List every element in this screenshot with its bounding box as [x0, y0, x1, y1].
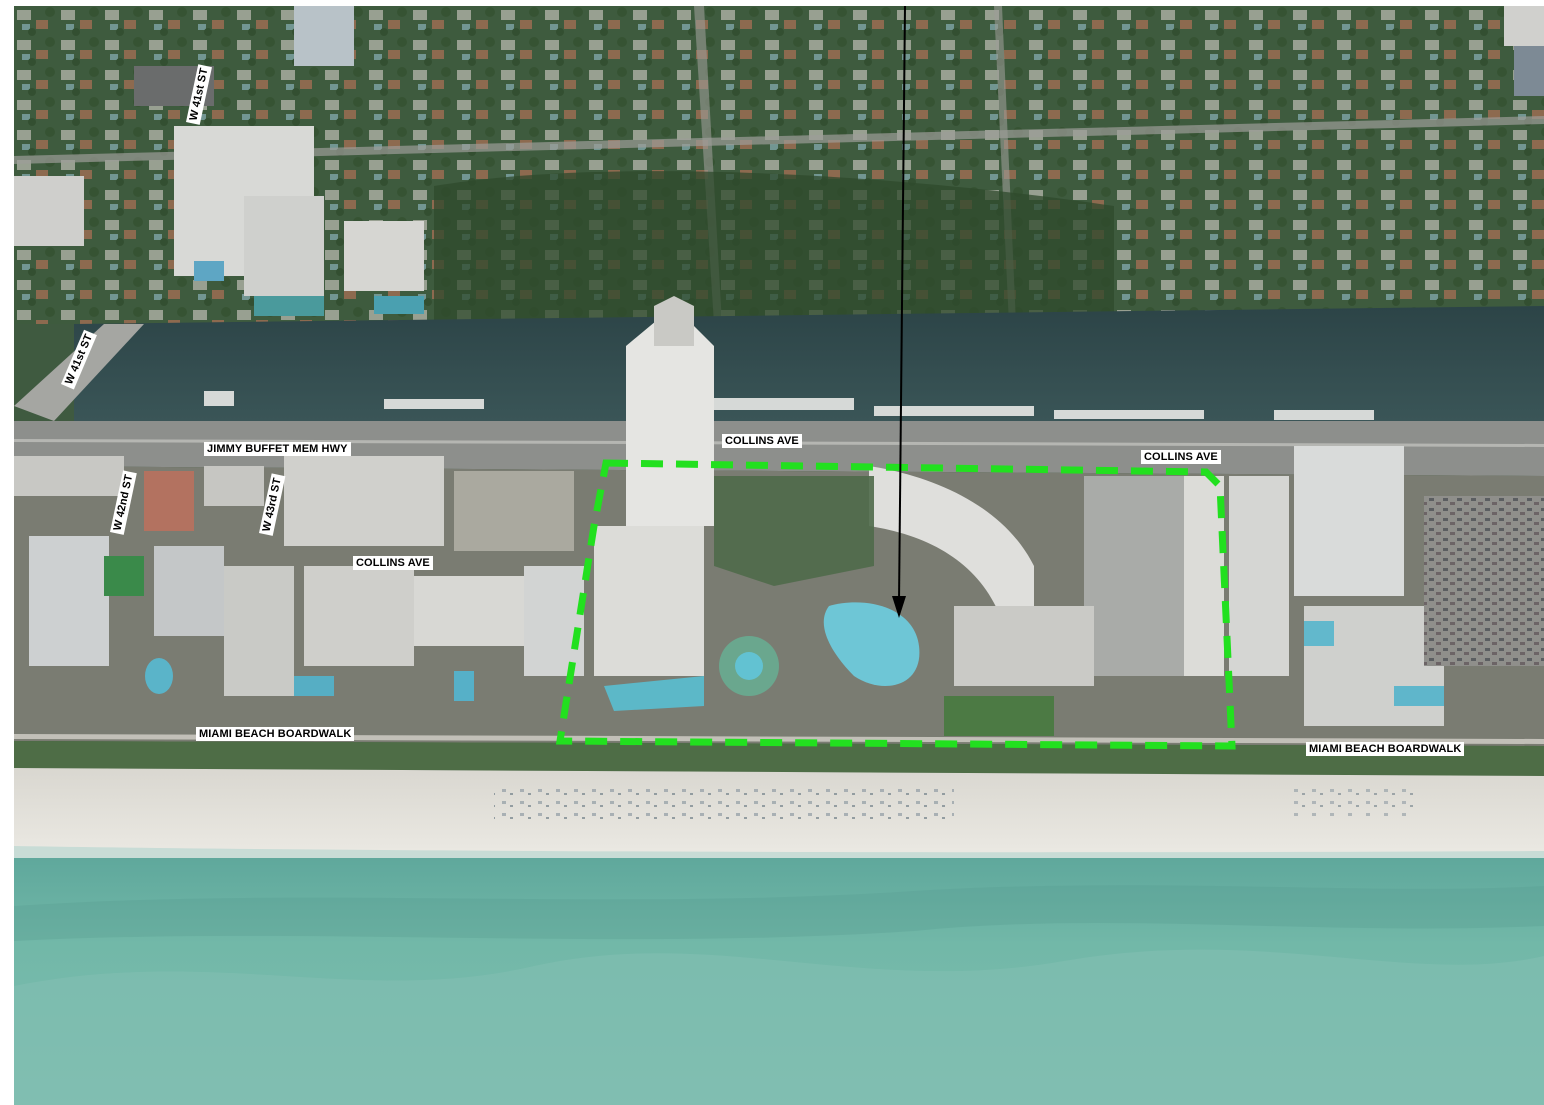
label-collins-ave-west: COLLINS AVE [353, 556, 433, 570]
pointer-arrow-line [898, 6, 906, 603]
waterway [74, 306, 1544, 421]
aerial-map[interactable]: W 41st ST W 41st ST JIMMY BUFFET MEM HWY… [14, 6, 1544, 1105]
pointer-arrow-head [892, 596, 906, 618]
label-collins-ave-east: COLLINS AVE [1141, 450, 1221, 464]
label-miami-beach-boardwalk-east: MIAMI BEACH BOARDWALK [1306, 742, 1465, 756]
label-miami-beach-boardwalk-west: MIAMI BEACH BOARDWALK [196, 727, 355, 741]
label-collins-ave-center: COLLINS AVE [722, 434, 802, 448]
site-curved-building [869, 466, 1034, 626]
site-tower-tall [626, 306, 714, 526]
label-jimmy-buffet-mem-hwy: JIMMY BUFFET MEM HWY [204, 442, 351, 456]
site-main-pool [823, 602, 920, 686]
aerial-scene [14, 6, 1544, 1105]
dune-vegetation [14, 741, 1544, 776]
site-roof-block [1084, 476, 1194, 676]
site-tower-west [594, 526, 704, 676]
parking-lot [1424, 496, 1544, 666]
site-boundary-outline [555, 459, 1236, 750]
